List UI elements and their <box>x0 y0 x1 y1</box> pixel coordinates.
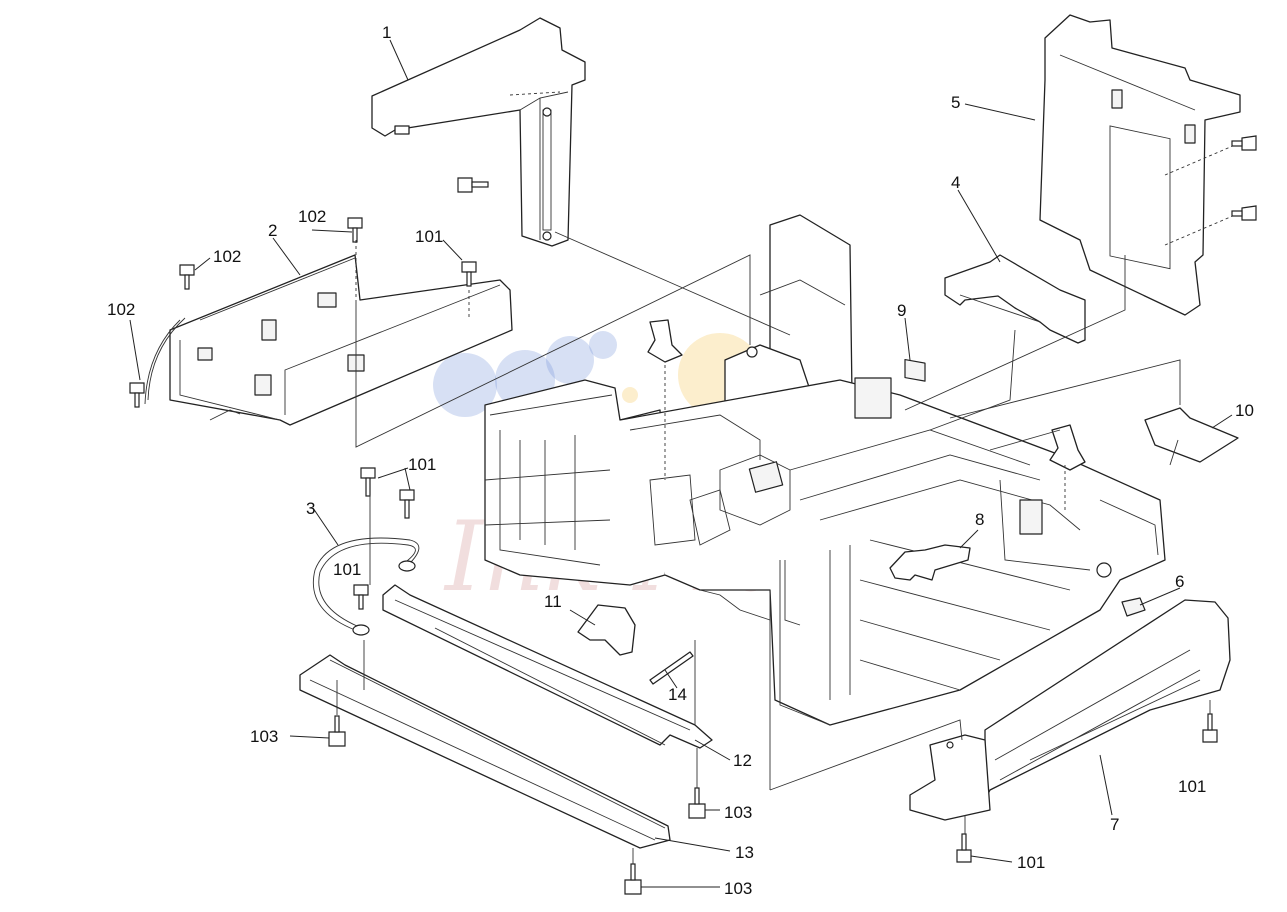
assembly-lines <box>336 231 1211 864</box>
callout-102-a: 102 <box>298 207 326 226</box>
callout-103-a: 103 <box>250 727 278 746</box>
callout-13: 13 <box>735 843 754 862</box>
part-10 <box>1144 407 1239 463</box>
callout-12: 12 <box>733 751 752 770</box>
callout-101-b: 101 <box>408 455 436 474</box>
part-1-bracket <box>371 17 586 247</box>
clip-right <box>1049 424 1086 471</box>
callout-10: 10 <box>1235 401 1254 420</box>
callout-101-e: 101 <box>1017 853 1045 872</box>
callout-3: 3 <box>306 499 315 518</box>
part-11 <box>577 604 636 656</box>
part-7-guide <box>909 599 1231 821</box>
callout-8: 8 <box>975 510 984 529</box>
part-2-assembly <box>144 254 513 426</box>
callout-103-b: 103 <box>724 803 752 822</box>
part-8 <box>889 544 971 581</box>
callout-labels: 1 2 3 4 5 6 7 8 9 10 11 12 13 14 101 101… <box>107 23 1254 898</box>
callout-103-c: 103 <box>724 879 752 898</box>
part-12-rail <box>382 584 713 749</box>
callout-1: 1 <box>382 23 391 42</box>
screws <box>129 135 1257 895</box>
callout-4: 4 <box>951 173 960 192</box>
main-frame <box>484 214 1166 726</box>
callout-2: 2 <box>268 221 277 240</box>
part-6 <box>1121 597 1146 617</box>
callout-6: 6 <box>1175 572 1184 591</box>
callout-5: 5 <box>951 93 960 112</box>
part-14 <box>649 651 694 685</box>
part-3-cable <box>312 537 420 636</box>
leader-lines <box>129 39 1233 888</box>
clip-upper <box>647 319 683 363</box>
callout-102-b: 102 <box>213 247 241 266</box>
callout-14: 14 <box>668 685 687 704</box>
callout-101-c: 101 <box>333 560 361 579</box>
part-9 <box>904 358 926 382</box>
callout-101-a: 101 <box>415 227 443 246</box>
callout-11: 11 <box>544 592 562 611</box>
part-4-bracket <box>944 254 1086 344</box>
part-5-plate <box>1039 14 1241 316</box>
callout-101-d: 101 <box>1178 777 1206 796</box>
part-13-rail <box>299 654 671 849</box>
callout-9: 9 <box>897 301 906 320</box>
callout-7: 7 <box>1110 815 1119 834</box>
callout-102-c: 102 <box>107 300 135 319</box>
